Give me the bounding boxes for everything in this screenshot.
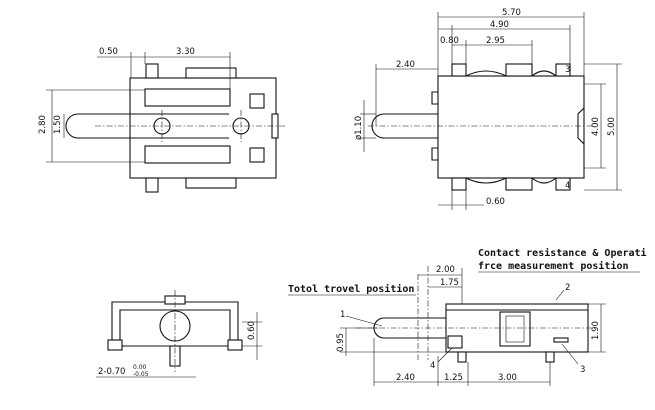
bl-dim-pins: 2-0.70 — [98, 367, 125, 377]
tl-terminal-top — [145, 63, 159, 79]
tr-dim-080: 0.80 — [440, 36, 459, 46]
bl-dim-tol-bot: -0.05 — [133, 371, 149, 378]
note-contact-line2: frce measurement position — [478, 260, 629, 272]
tr-pin4-label: 4 — [565, 181, 570, 191]
tl-tab-bottom — [185, 177, 237, 189]
br-pin3-pad — [553, 337, 569, 343]
br-dim-300: 3.00 — [498, 373, 517, 383]
tr-dim-240: 2.40 — [396, 60, 415, 70]
tr-dim-490: 4.90 — [490, 20, 509, 30]
top-right-view: 3 4 5.70 4.90 0.80 2.95 2.40 ø1.10 4.00 … — [354, 8, 622, 210]
tr-notch-2 — [431, 147, 438, 161]
tr-bottom-edge — [465, 177, 557, 184]
tr-term-bl — [451, 177, 467, 191]
tr-dim-060: 0.60 — [486, 197, 505, 207]
bl-dim-060: 0.60 — [247, 321, 257, 340]
tl-terminal-bottom — [145, 177, 159, 193]
tr-dim-295: 2.95 — [486, 36, 505, 46]
br-dim-190: 1.90 — [591, 321, 601, 340]
br-leader-4 — [437, 347, 453, 363]
br-dim-240: 2.40 — [396, 373, 415, 383]
tr-term-tm — [505, 63, 533, 77]
note-contact-line1: Contact resistance & Operati — [478, 247, 647, 259]
bl-dim-tol-top: 0.00 — [133, 364, 147, 371]
tl-plunger — [65, 113, 229, 139]
tl-lower-bar — [144, 145, 231, 164]
br-actuator-inner — [505, 315, 525, 343]
tr-term-tr — [555, 63, 571, 77]
br-leader-2 — [555, 289, 565, 301]
br-dim-200: 2.00 — [436, 265, 455, 275]
tr-body-outline — [437, 75, 585, 179]
tr-pin3-label: 3 — [565, 65, 570, 75]
br-pin4-pad — [447, 335, 463, 349]
tr-term-br — [555, 177, 571, 191]
br-foot-right — [545, 351, 555, 363]
br-leader-1 — [345, 315, 383, 327]
bottom-right-view: Contact resistance & Operati frce measur… — [288, 247, 647, 386]
tr-notch-1 — [431, 91, 438, 105]
br-foot-left — [457, 351, 467, 363]
tr-term-bm — [505, 177, 533, 191]
bottom-left-view: 0.60 2-0.70 0.00 -0.05 — [96, 290, 262, 378]
tr-dim-110: ø1.10 — [354, 116, 364, 140]
tl-pad-bottom — [249, 147, 265, 163]
br-label-3: 3 — [580, 365, 585, 375]
tl-dim-280: 2.80 — [38, 115, 48, 134]
tl-dim-050: 0.50 — [99, 47, 118, 57]
note-travel: Totol trovel position — [288, 283, 414, 295]
tl-dim-330: 3.30 — [176, 47, 195, 57]
top-left-view: 0.50 3.30 2.80 1.50 — [38, 47, 286, 193]
tr-dim-400: 4.00 — [591, 117, 601, 136]
br-label-2: 2 — [565, 283, 570, 293]
tl-upper-bar — [144, 88, 231, 107]
tl-dim-150: 1.50 — [53, 115, 63, 134]
bl-foot-right — [227, 339, 243, 351]
br-actuator — [499, 311, 531, 347]
br-dim-175: 1.75 — [440, 278, 459, 288]
br-dim-095: 0.95 — [336, 333, 346, 352]
tr-dim-500: 5.00 — [607, 117, 617, 136]
br-label-4: 4 — [430, 361, 435, 371]
tr-term-tl — [451, 63, 467, 77]
br-label-1: 1 — [340, 310, 345, 320]
br-leader-3 — [561, 343, 579, 365]
br-dim-125: 1.25 — [444, 373, 463, 383]
tr-top-edge — [465, 70, 557, 77]
tr-dim-570: 5.70 — [502, 8, 521, 18]
bl-foot-left — [107, 339, 123, 351]
tl-tab-top — [185, 67, 237, 79]
tl-pad-top — [249, 93, 265, 109]
